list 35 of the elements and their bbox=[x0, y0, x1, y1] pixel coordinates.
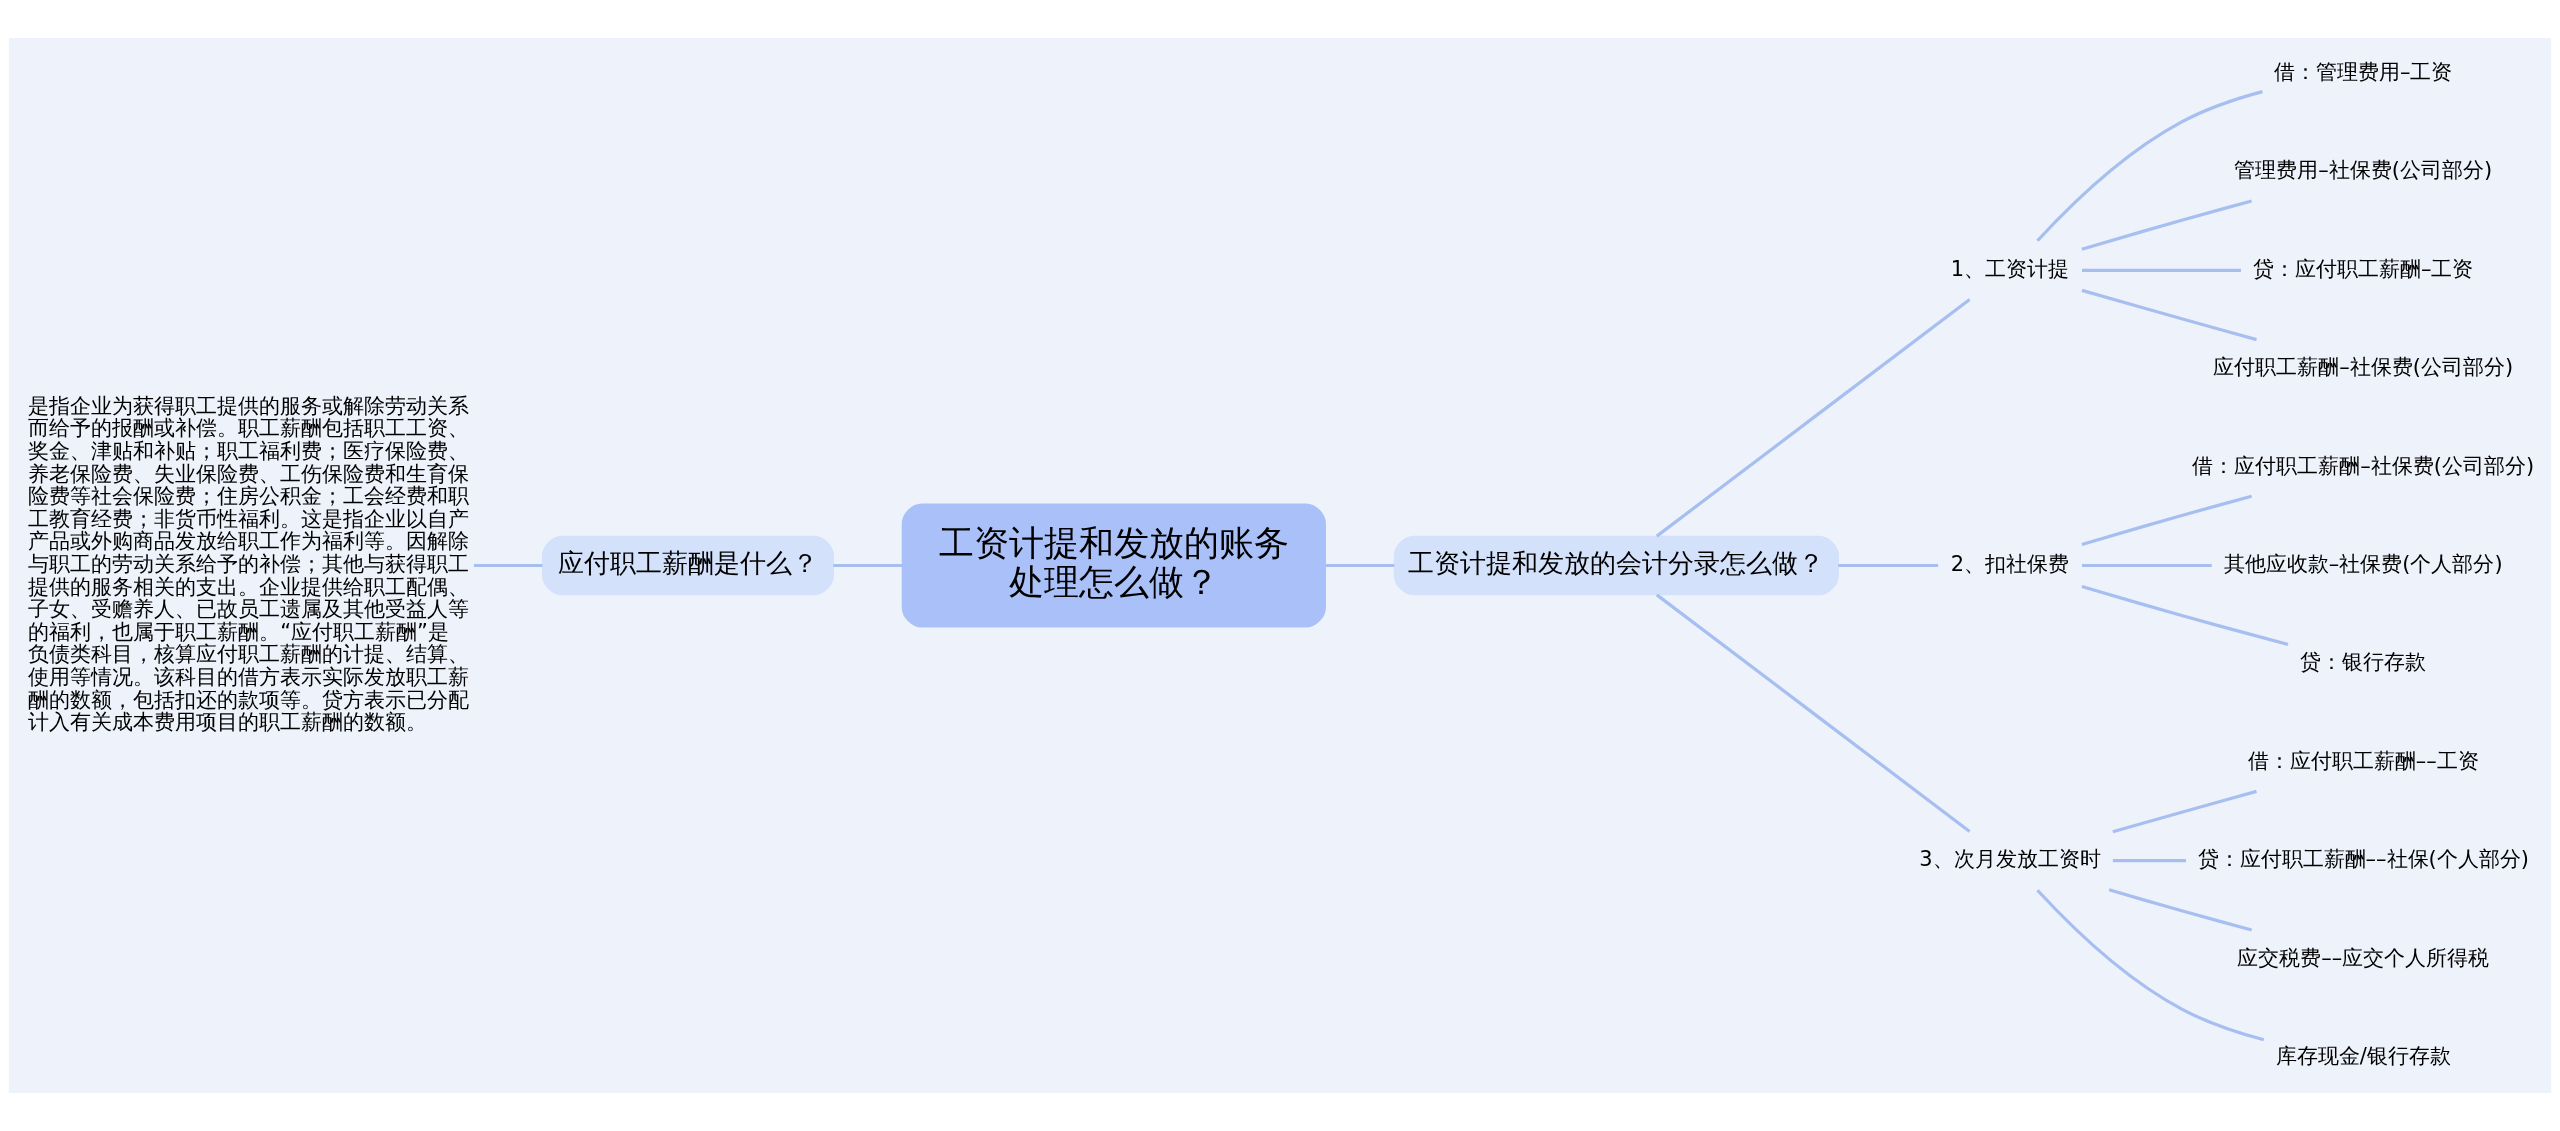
node-text: 借：应付职工薪酬––工资 bbox=[2247, 748, 2479, 773]
node-text: 3、次月发放工资时 bbox=[1919, 847, 2101, 872]
connector bbox=[2081, 199, 2253, 251]
connector bbox=[2112, 859, 2187, 863]
node-text: 贷：应付职工薪酬–工资 bbox=[2252, 256, 2474, 281]
node-text: 库存现金/银行存款 bbox=[2275, 1044, 2451, 1068]
connector bbox=[2082, 563, 2212, 568]
connector bbox=[1655, 593, 1971, 833]
node-text: 应付职工薪酬–社保费(公司部分) bbox=[2213, 355, 2514, 380]
node-text: 2、扣社保费 bbox=[1950, 551, 2070, 576]
node-text: 应交税费––应交个人所得税 bbox=[2237, 945, 2490, 970]
connector bbox=[2036, 889, 2265, 1042]
connector bbox=[1325, 563, 1395, 568]
node-text: 1、工资计提 bbox=[1950, 256, 2070, 281]
node-box: 工资计提和发放的会计分录怎么做？ bbox=[1393, 535, 1839, 596]
connector bbox=[2081, 585, 2289, 647]
node-text: 贷：应付职工薪酬––社保(个人部分) bbox=[2197, 847, 2529, 872]
connector bbox=[1655, 298, 1971, 538]
connector bbox=[2036, 90, 2263, 242]
connector bbox=[2112, 789, 2257, 834]
node-box: 工资计提和发放的账务处理怎么做？ bbox=[901, 503, 1326, 628]
connector bbox=[2082, 268, 2241, 272]
node-text: 是指企业为获得职工提供的服务或解除劳动关系而给予的报酬或补偿。职工薪酬包括职工工资、奖金、津贴和补贴；职工福利费；医疗保险费、养老保险费、失业保险费、工伤保险费和生育保险费等社会保险费；住房公积金；工会经费和职工教育经费；非货币性福利。这是指企业以自产产品或外购商品发放给职工作为福利等。因解除与职工的劳动关系给予的补偿；其他与获得职工提供的服务相关的支出。企业提供给职工配偶、子女、受赡养人、已故员工遗属及其他受益人等的福利，也属于职工薪酬。“应付职工薪酬”是负债类科目，核算应付职工薪酬的计提、结算、使用等情况。该科目的借方表示实际发放职工薪酬的数额，包括扣还的款项等。贷方表示已分配计入有关成本费用项目的职工薪酬的数额。 bbox=[28, 393, 470, 735]
node-text: 贷：银行存款 bbox=[2300, 650, 2427, 675]
connector bbox=[2081, 494, 2253, 546]
node-text: 其他应收款–社保费(个人部分) bbox=[2223, 551, 2503, 576]
connector bbox=[1838, 563, 1939, 568]
node-text: 管理费用–社保费(公司部分) bbox=[2234, 158, 2493, 183]
node-box: 应付职工薪酬是什么？ bbox=[542, 535, 834, 596]
node-text: 借：应付职工薪酬–社保费(公司部分) bbox=[2192, 453, 2535, 478]
connector bbox=[2108, 888, 2253, 932]
connector bbox=[473, 563, 543, 568]
connector bbox=[833, 563, 903, 568]
connector bbox=[2081, 288, 2257, 342]
node-text: 借：管理费用–工资 bbox=[2273, 59, 2453, 84]
